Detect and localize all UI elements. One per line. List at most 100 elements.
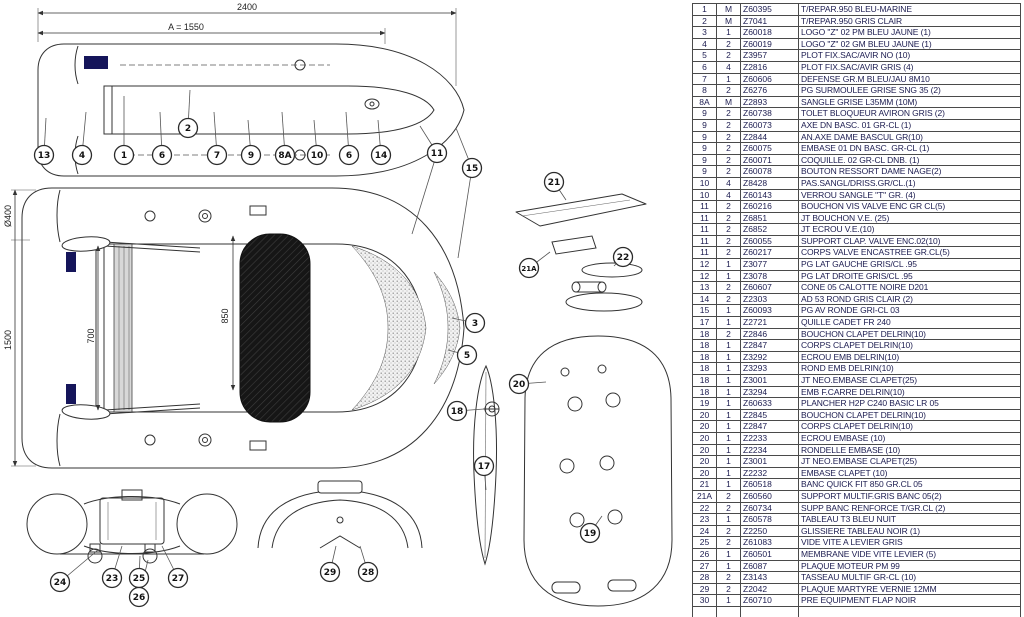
qty-cell: 1	[716, 559, 741, 573]
part-number-cell: Z60710	[740, 594, 799, 607]
part-number-cell: Z3292	[740, 350, 799, 364]
item-no-cell: 9	[692, 142, 717, 155]
qty-cell: 2	[716, 211, 741, 225]
qty-cell: 2	[716, 165, 741, 178]
qty-cell: 1	[716, 385, 741, 399]
item-no-cell: 12	[692, 269, 717, 283]
item-no-cell: 15	[692, 304, 717, 318]
item-no-cell: 13	[692, 281, 717, 294]
part-number-cell: Z2816	[740, 60, 799, 74]
item-no-cell: 21	[692, 478, 717, 491]
svg-text:3: 3	[472, 319, 478, 329]
bench-reinforce-plates	[565, 262, 643, 312]
qty-cell: 1	[716, 478, 741, 491]
item-no-cell: 12	[692, 258, 717, 271]
valve-bottom	[198, 433, 212, 447]
callout-24: 24	[49, 571, 71, 593]
qty-cell: 1	[716, 397, 741, 410]
bench-cross	[317, 480, 363, 494]
svg-text:19: 19	[584, 529, 597, 539]
dimension-label: 850	[220, 308, 230, 323]
qty-cell: 2	[716, 118, 741, 132]
svg-text:28: 28	[362, 568, 375, 578]
description-cell: BOUCHON CLAPET DELRIN(10)	[798, 408, 1021, 422]
item-no-cell: 18	[692, 350, 717, 364]
svg-text:1: 1	[121, 151, 127, 161]
qty-cell: 2	[716, 130, 741, 144]
item-no-cell: 18	[692, 327, 717, 341]
qty-cell: 2	[716, 501, 741, 515]
description-cell: PAS.SANGL/DRISS.GR/CL.(1)	[798, 176, 1021, 190]
item-no-cell: 30	[692, 594, 717, 607]
description-cell: ECROU EMB DELRIN(10)	[798, 350, 1021, 364]
item-no-cell: 4	[692, 37, 717, 51]
part-number-cell: Z6087	[740, 559, 799, 573]
description-cell: PG SURMOULEE GRISE SNG 35 (2)	[798, 84, 1021, 97]
part-number-cell: Z61083	[740, 536, 799, 549]
item-no-cell: 28	[692, 571, 717, 584]
part-number-cell: Z60078	[740, 165, 799, 178]
description-cell: PLAQUE MARTYRE VERNIE 12MM	[798, 582, 1021, 596]
item-no-cell: 20	[692, 408, 717, 422]
qty-cell: 1	[716, 339, 741, 352]
description-cell: SUPPORT CLAP. VALVE ENC.02(10)	[798, 234, 1021, 248]
description-cell	[798, 605, 1021, 617]
bench-support-bracket	[551, 235, 597, 255]
callout-14: 14	[370, 144, 392, 166]
svg-text:27: 27	[172, 574, 185, 584]
qty-cell: 2	[716, 536, 741, 549]
item-no-cell: 9	[692, 130, 717, 144]
item-no-cell: 11	[692, 234, 717, 248]
table-row-partial	[692, 605, 1021, 617]
item-no-cell: 11	[692, 223, 717, 236]
part-number-cell: Z60501	[740, 547, 799, 561]
item-no-cell: 25	[692, 536, 717, 549]
part-number-cell: Z60018	[740, 26, 799, 39]
description-cell: AN.AXE DAME BASCUL GR(10)	[798, 130, 1021, 144]
qty-cell: 1	[716, 594, 741, 607]
callout-23: 23	[101, 567, 123, 589]
description-cell: AD 53 ROND GRIS CLAIR (2)	[798, 292, 1021, 306]
item-no-cell: 8	[692, 84, 717, 97]
qty-cell: 4	[716, 60, 741, 74]
description-cell: BOUTON RESSORT DAME NAGE(2)	[798, 165, 1021, 178]
callout-27: 27	[167, 567, 189, 589]
oarlock-bottom	[144, 434, 156, 446]
callout-22: 22	[612, 246, 634, 268]
part-number-cell: Z2721	[740, 316, 799, 329]
part-number-cell: Z60395	[740, 3, 799, 16]
item-no-cell: 26	[692, 547, 717, 561]
description-cell: SANGLE GRISE L35MM (10M)	[798, 95, 1021, 109]
qty-cell: 1	[716, 431, 741, 445]
item-no-cell: 18	[692, 362, 717, 375]
boat-plan-view	[21, 187, 465, 469]
description-cell: CORPS CLAPET DELRIN(10)	[798, 420, 1021, 433]
part-number-cell: Z3294	[740, 385, 799, 399]
item-no-cell: 23	[692, 513, 717, 526]
qty-cell: 2	[716, 571, 741, 584]
item-no-cell: 20	[692, 420, 717, 433]
part-number-cell: Z60734	[740, 501, 799, 515]
callout-9: 9	[240, 144, 262, 166]
part-number-cell: Z3077	[740, 258, 799, 271]
qty-cell: 1	[716, 443, 741, 457]
description-cell: DEFENSE GR.M BLEU/JAU 8M10	[798, 72, 1021, 86]
part-number-cell: Z3001	[740, 374, 799, 387]
item-no-cell: 20	[692, 466, 717, 480]
callout-21A: 21A	[518, 257, 540, 279]
qty-cell: 1	[716, 269, 741, 283]
part-number-cell: Z2042	[740, 582, 799, 596]
part-number-cell: Z60633	[740, 397, 799, 410]
bow-stipple-area	[351, 245, 427, 411]
boat-top-view	[37, 43, 465, 177]
